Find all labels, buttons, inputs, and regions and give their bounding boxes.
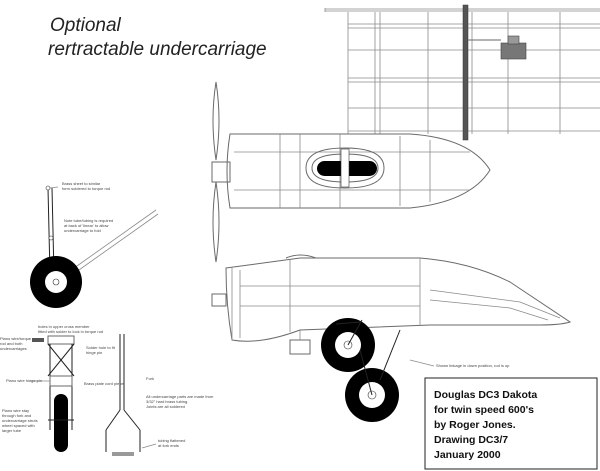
svg-text:wheel spaced with: wheel spaced with <box>2 423 35 428</box>
note-piano-wire-hinge: Piano wire hinge pin <box>6 378 50 383</box>
title-block-line: for twin speed 600's <box>434 404 534 416</box>
note-hole-tube: Note tube/tubing is required at back of … <box>64 218 113 233</box>
svg-text:fitted with solder to lock in: fitted with solder to lock in torque rod <box>38 329 103 334</box>
svg-text:Note tube/tubing is required: Note tube/tubing is required <box>64 218 113 223</box>
fork-detail <box>105 334 141 456</box>
note-solder-hole: Solder hole to fit hinge pin <box>86 345 116 355</box>
svg-text:undercarriages: undercarriages <box>0 346 27 351</box>
drawing-title-line1: Optional <box>50 15 122 36</box>
note-holes-upper: holes in upper cross member fitted with … <box>38 324 103 334</box>
svg-text:holes in upper cross member: holes in upper cross member <box>38 324 90 329</box>
title-block-line: Douglas DC3 Dakota <box>434 389 537 401</box>
note-tubing-flattened: tubing flattened at fork ends <box>141 438 185 449</box>
nacelle-side-view <box>211 254 572 355</box>
svg-text:Joints are all soldered: Joints are all soldered <box>146 404 185 409</box>
nacelle-top-view <box>211 81 491 263</box>
note-all-undercarriage: All undercarriage parts are made from 3/… <box>146 394 214 409</box>
undercarriage-leg-detail <box>30 185 159 308</box>
svg-text:undercarriage to fold: undercarriage to fold <box>64 228 101 233</box>
svg-text:Fork: Fork <box>146 376 154 381</box>
svg-text:rod and both: rod and both <box>0 341 22 346</box>
svg-text:Piano wire hinge pin: Piano wire hinge pin <box>6 378 42 383</box>
svg-text:Piano wire stay: Piano wire stay <box>2 408 29 413</box>
wing-plan-view <box>324 8 600 134</box>
servo-icon <box>468 35 527 60</box>
svg-text:through fork and: through fork and <box>2 413 31 418</box>
svg-text:3/32" hard brass tubing.: 3/32" hard brass tubing. <box>146 399 188 404</box>
note-brass-sheet: Brass sheet to similar form soldered to … <box>49 181 110 191</box>
extended-wheel-side <box>345 329 401 422</box>
wheel-top-view <box>317 148 377 188</box>
note-piano-wire-stay: Piano wire stay through fork and underca… <box>2 408 38 433</box>
note-shown-linkage: Shown linkage in down position, rod is u… <box>409 359 510 368</box>
svg-text:at fork ends: at fork ends <box>158 443 179 448</box>
svg-text:Brass sheet to similar: Brass sheet to similar <box>62 181 101 186</box>
svg-text:All undercarriage parts are ma: All undercarriage parts are made from <box>146 394 214 399</box>
title-block-line: by Roger Jones. <box>434 419 516 431</box>
title-block: Douglas DC3 Dakota for twin speed 600's … <box>424 377 598 470</box>
note-fork: Fork <box>146 376 154 381</box>
drawing-title-line2: rertractable undercarriage <box>48 39 267 60</box>
svg-text:hinge pin: hinge pin <box>86 350 102 355</box>
retracted-wheel-side <box>321 318 375 372</box>
title-block-line: January 2000 <box>434 449 501 461</box>
svg-text:Brass plate cord piece: Brass plate cord piece <box>84 381 124 386</box>
svg-text:at back of 'linear' to allow: at back of 'linear' to allow <box>64 223 109 228</box>
svg-text:larger tube: larger tube <box>2 428 22 433</box>
svg-text:Piano wire/torque: Piano wire/torque <box>0 336 32 341</box>
torque-rod <box>462 4 469 141</box>
title-block-line: Drawing DC3/7 <box>434 434 508 446</box>
svg-text:form soldered to torque rod: form soldered to torque rod <box>62 186 110 191</box>
svg-text:Solder hole to fit: Solder hole to fit <box>86 345 116 350</box>
note-brass-plate: Brass plate cord piece <box>84 381 124 386</box>
svg-text:undercarriage struts: undercarriage struts <box>2 418 38 423</box>
svg-text:Shown linkage in down position: Shown linkage in down position, rod is u… <box>436 363 510 368</box>
note-piano-wire-rod: Piano wire/torque rod and both undercarr… <box>0 336 32 351</box>
svg-text:tubing flattened: tubing flattened <box>158 438 185 443</box>
front-view-assembly <box>32 335 75 452</box>
